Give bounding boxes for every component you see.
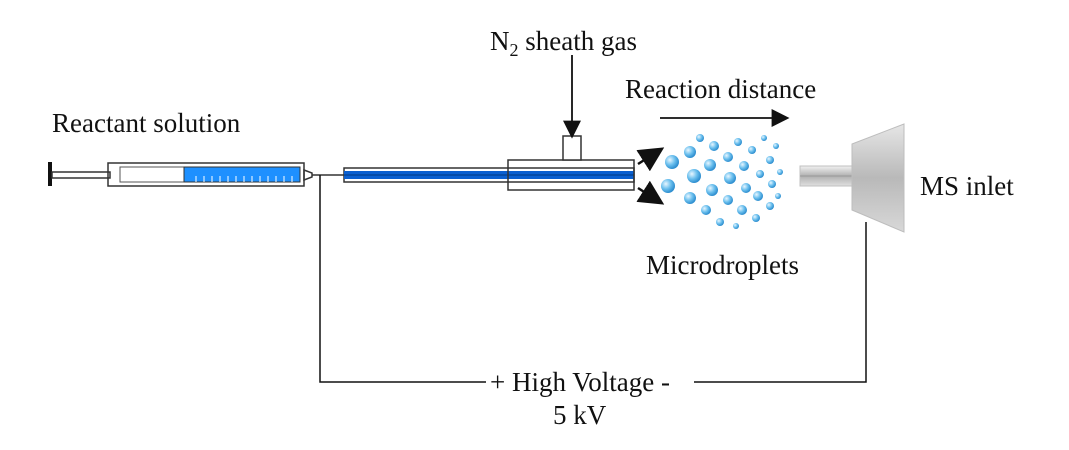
spray-emitter	[343, 55, 635, 191]
droplet	[709, 141, 719, 151]
droplet	[739, 161, 749, 171]
droplet	[741, 183, 751, 193]
reactant-solution-fill	[183, 166, 301, 183]
droplet	[752, 214, 760, 222]
droplet	[701, 205, 711, 215]
droplet	[696, 134, 704, 142]
high-voltage-circuit	[319, 175, 867, 383]
plunger-thumb	[48, 162, 52, 186]
droplet	[766, 156, 774, 164]
droplet	[723, 152, 733, 162]
droplet	[661, 179, 675, 193]
voltage-value-label: 5 kV	[553, 400, 607, 430]
droplet	[766, 202, 774, 210]
ms-inlet-assembly	[799, 123, 905, 233]
hv-wire-left	[319, 175, 486, 383]
ms-inlet-label: MS inlet	[920, 171, 1014, 201]
syringe-graduations	[195, 176, 293, 182]
droplet	[777, 169, 783, 175]
syringe	[48, 162, 346, 187]
spray-arrow-down	[636, 180, 665, 205]
spray-arrow-up	[636, 147, 665, 172]
droplet	[704, 159, 716, 171]
plunger-rod	[51, 171, 111, 179]
sheath-gas-label: N2 sheath gas	[490, 26, 637, 60]
droplet	[773, 143, 779, 149]
droplet	[723, 195, 733, 205]
droplet	[733, 223, 739, 229]
microdroplets-cloud	[661, 134, 783, 229]
droplet	[706, 184, 718, 196]
droplet	[665, 155, 679, 169]
sheath-gas-text: sheath gas	[518, 26, 637, 56]
droplet	[775, 193, 781, 199]
sheath-gas-inlet	[562, 135, 582, 161]
droplet	[687, 169, 701, 183]
hv-wire-right	[694, 222, 867, 383]
droplet	[761, 135, 767, 141]
droplet	[753, 191, 763, 201]
droplet	[716, 218, 724, 226]
droplet	[748, 146, 756, 154]
droplet	[684, 192, 696, 204]
reaction-distance-label: Reaction distance	[625, 74, 817, 104]
droplet	[768, 180, 776, 188]
syringe-tip	[303, 168, 313, 182]
droplet	[684, 146, 696, 158]
droplet	[756, 170, 764, 178]
droplet	[737, 205, 747, 215]
sheath-gas-n: N	[490, 26, 510, 56]
ms-inlet-cone	[851, 123, 905, 233]
droplet	[724, 172, 736, 184]
sheath-gas-subscript: 2	[509, 40, 519, 60]
microdroplets-label: Microdroplets	[646, 250, 799, 280]
reactant-solution-label: Reactant solution	[52, 108, 241, 138]
droplet	[734, 138, 742, 146]
high-voltage-label: + High Voltage -	[486, 369, 674, 396]
